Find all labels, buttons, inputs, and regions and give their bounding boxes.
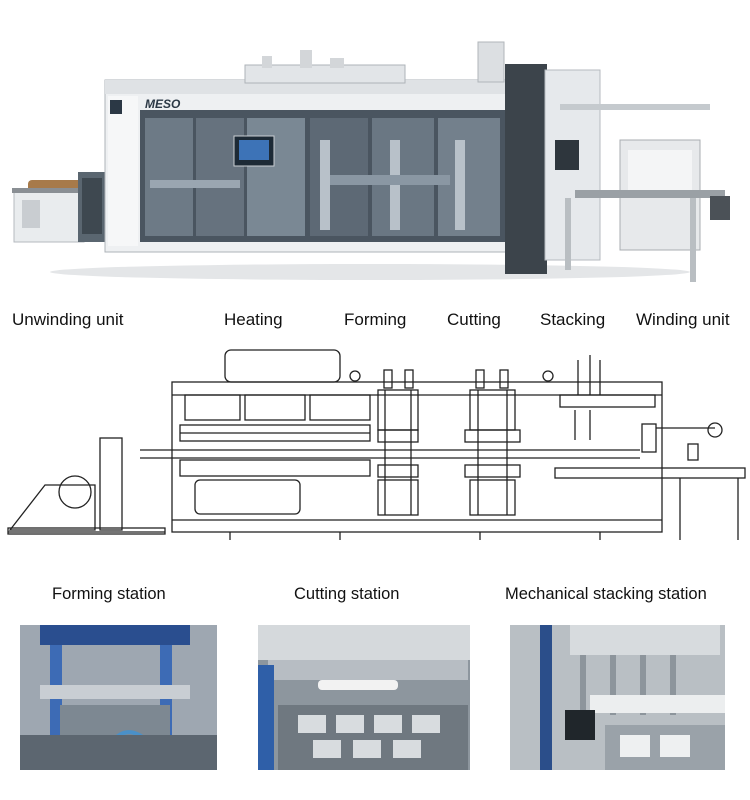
stage-label-forming: Forming	[344, 310, 407, 329]
photo-label-forming: Forming station	[52, 585, 166, 603]
forming-station-photo	[20, 625, 217, 770]
unwinding-unit-illustration	[12, 172, 106, 243]
stacking-station-photo	[510, 625, 725, 770]
cutting-station-photo	[258, 625, 470, 770]
stacking-winding-illustration	[560, 104, 730, 282]
photo-label-cutting: Cutting station	[294, 585, 400, 603]
machine-brand: MESO	[145, 97, 181, 111]
main-machine-body	[104, 41, 601, 274]
machine-schematic	[7, 349, 746, 540]
stage-label-stacking: Stacking	[540, 310, 606, 329]
stage-label-cutting: Cutting	[447, 310, 501, 329]
photo-label-stacking: Mechanical stacking station	[505, 585, 707, 603]
machine-photo: MESO	[12, 41, 730, 282]
stage-label-winding: Winding unit	[636, 310, 730, 329]
stage-label-unwinding: Unwinding unit	[12, 310, 124, 329]
stage-label-heating: Heating	[224, 310, 283, 329]
